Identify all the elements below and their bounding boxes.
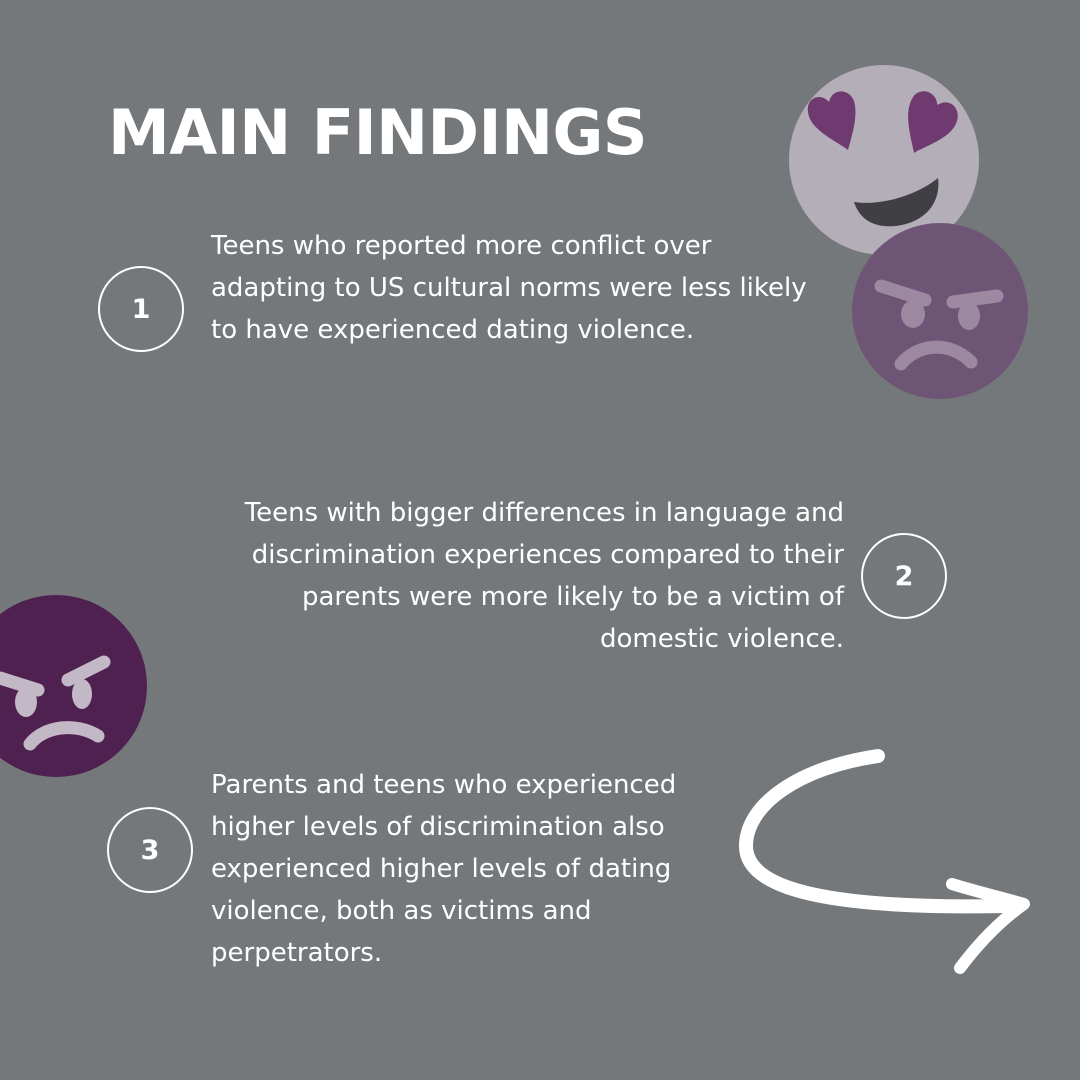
angry-face-icon [852,223,1028,399]
curved-arrow-icon [739,749,1030,974]
finding-number-badge-3: 3 [107,807,193,893]
finding-text-3: Parents and teens who experienced higher… [211,770,677,968]
angry-face-icon [0,595,147,777]
finding-number-badge-2: 2 [861,533,947,619]
heart-eyes-emoji-icon [789,65,979,255]
finding-text-2: Teens with bigger differences in languag… [244,498,844,654]
page-title: MAIN FINDINGS [108,96,648,169]
finding-number-badge-1: 1 [98,266,184,352]
finding-text-1: Teens who reported more conflict over ad… [211,231,807,345]
